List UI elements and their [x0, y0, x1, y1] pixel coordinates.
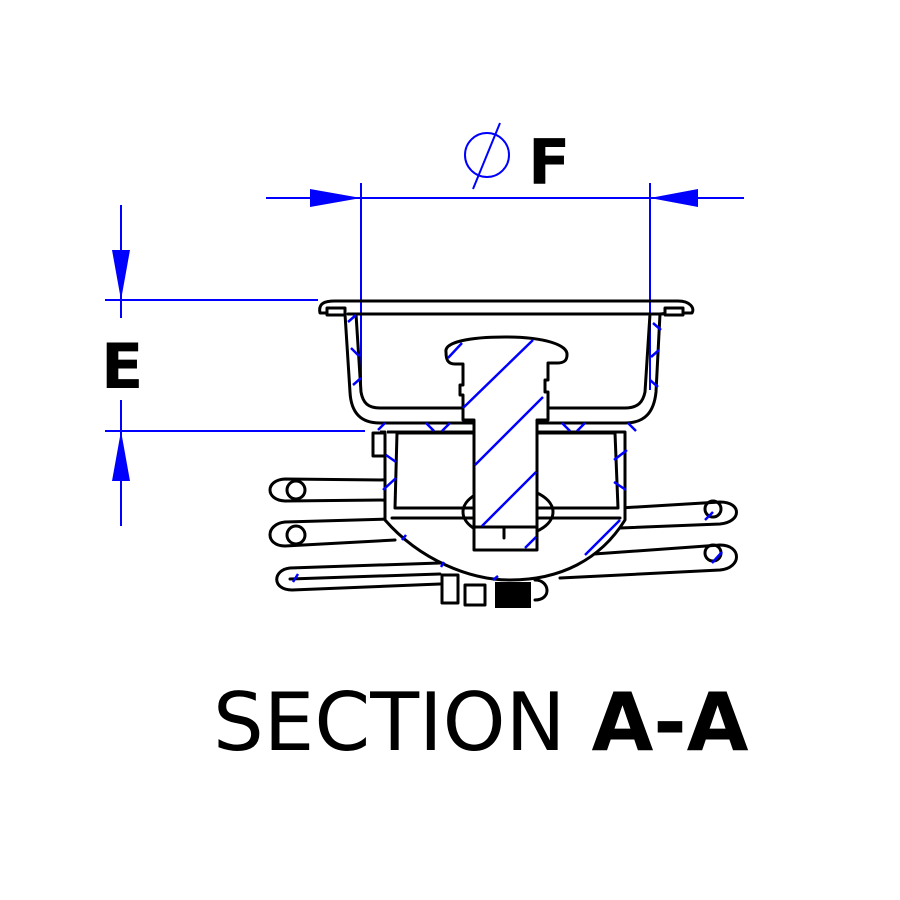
dimension-f: F	[266, 122, 744, 395]
connector	[440, 573, 549, 608]
arrowhead-up	[112, 431, 130, 481]
knob-stem	[444, 335, 569, 552]
diameter-symbol-icon	[464, 122, 510, 190]
dimension-e: E	[101, 205, 365, 526]
caption-section-id: A-A	[591, 676, 748, 769]
arrowhead-left	[310, 189, 361, 207]
bowl-outline	[318, 299, 695, 425]
caption-prefix: SECTION	[213, 676, 565, 769]
part-section	[268, 299, 738, 608]
dimension-label-e: E	[101, 330, 143, 403]
arrowhead-down	[112, 250, 130, 300]
section-caption: SECTION A-A	[213, 676, 749, 769]
wire-bundle	[268, 477, 738, 592]
section-hatching	[291, 314, 723, 583]
arrowhead-right	[650, 189, 698, 207]
dimension-label-f: F	[528, 126, 570, 199]
